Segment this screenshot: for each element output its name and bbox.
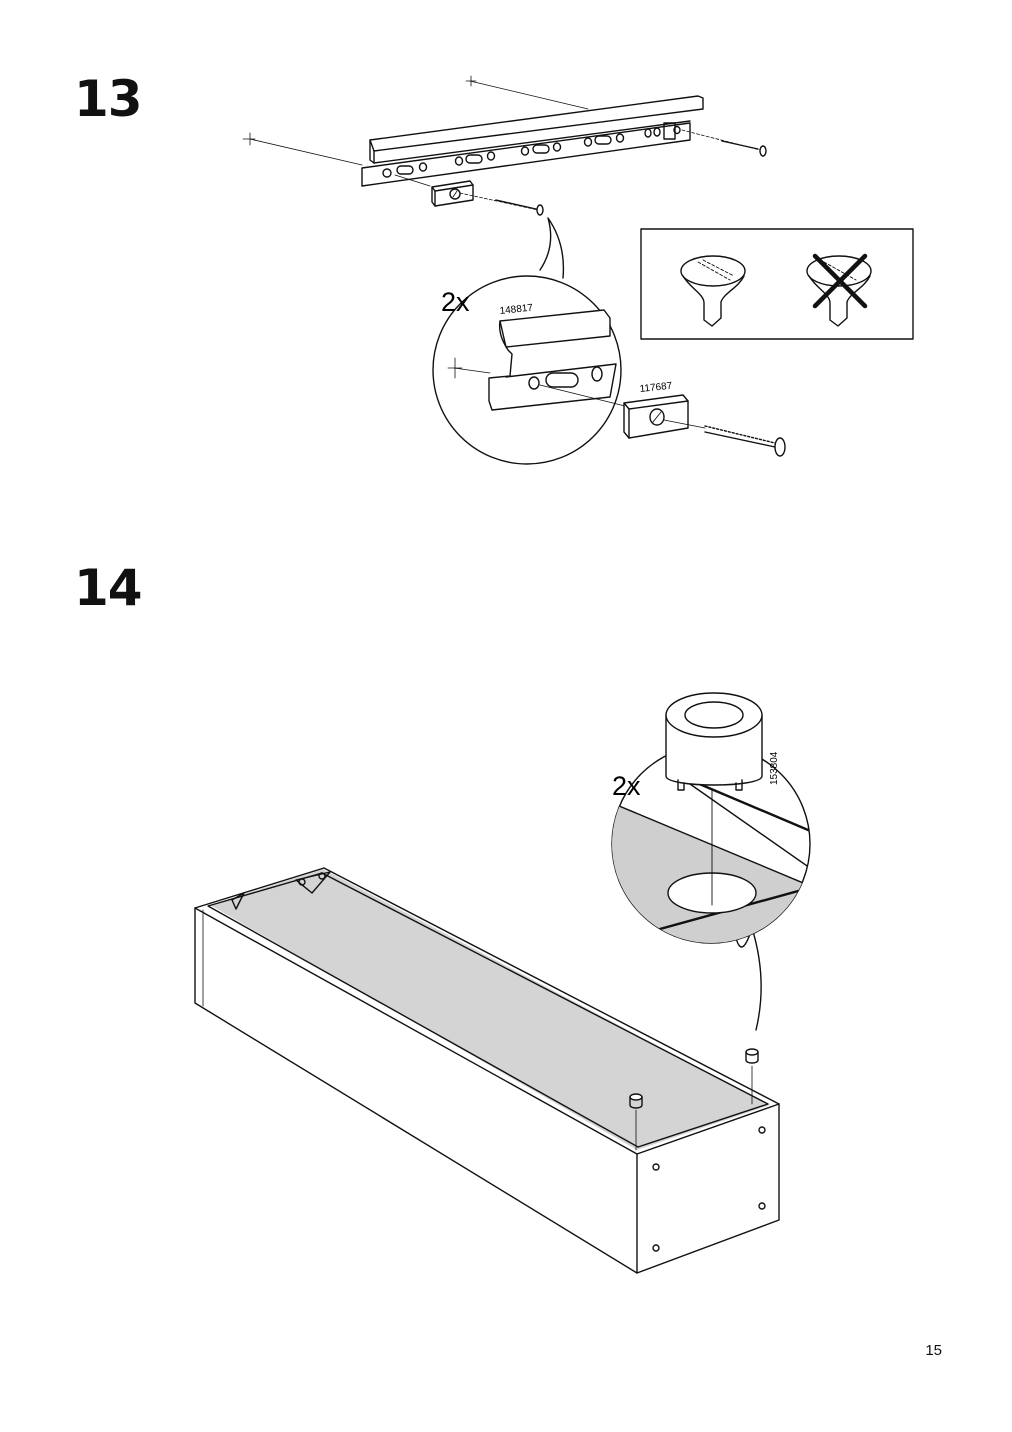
foot-right <box>745 1048 759 1105</box>
step-14-detail-magnifier <box>611 744 811 944</box>
spacer-block-detail <box>623 394 786 457</box>
step-13-number: 13 <box>74 70 143 128</box>
step-13-quantity-label: 2x <box>441 287 470 317</box>
page-number: 15 <box>925 1342 942 1359</box>
screw-head-comparison-box <box>640 228 914 340</box>
incorrect-screw-head-icon <box>806 253 872 327</box>
foot-part-number: 153804 <box>769 751 780 785</box>
rail-part-number: 148817 <box>499 303 534 317</box>
spacer-block-part-number: 117687 <box>639 381 673 395</box>
step-14-quantity-label: 2x <box>612 771 641 801</box>
cabinet-illustration <box>194 867 780 1274</box>
step-14-number: 14 <box>74 559 143 617</box>
foot-left <box>629 1093 643 1151</box>
step-13-detail-magnifier <box>432 275 626 465</box>
foot-detail <box>665 692 763 791</box>
wall-rail-illustration <box>242 75 767 279</box>
correct-screw-head-icon <box>680 255 746 327</box>
